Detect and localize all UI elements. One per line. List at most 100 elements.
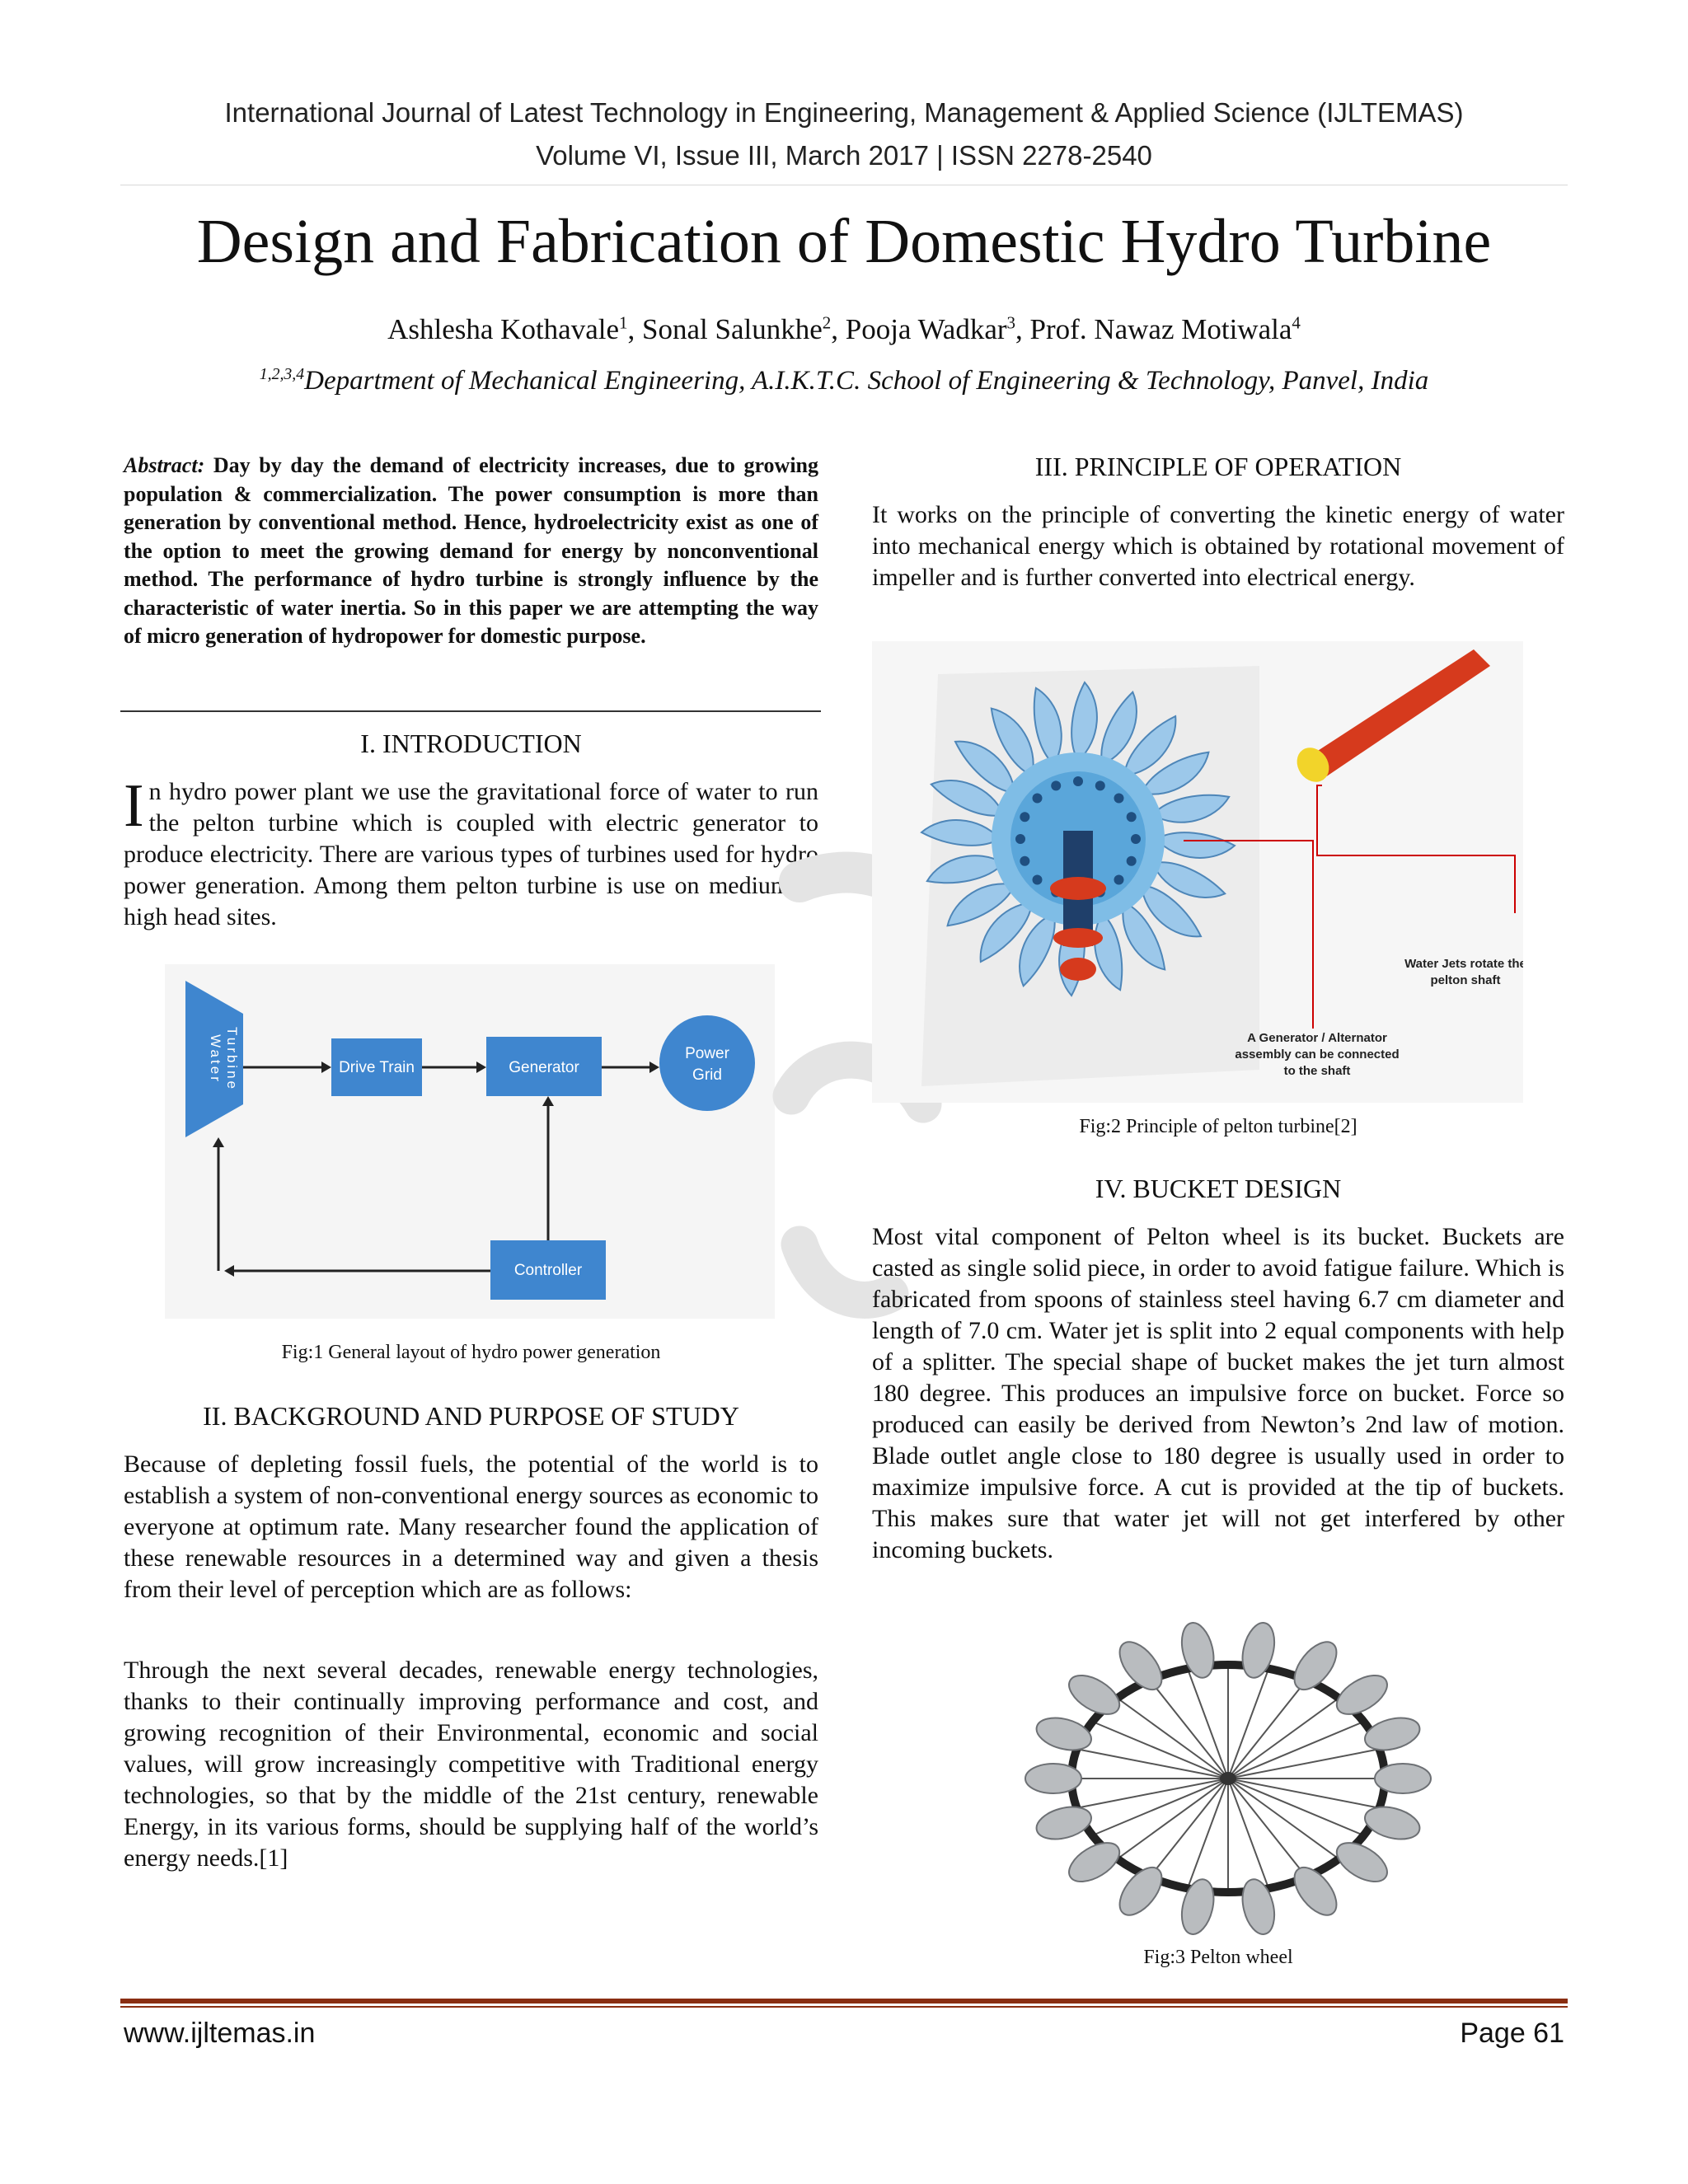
abstract: Abstract: Day by day the demand of elect… [124,452,818,651]
wheel-spoke [1227,1748,1380,1779]
abstract-text: Day by day the demand of electricity inc… [124,453,819,648]
wheel-spoke [1076,1748,1229,1779]
arrow-head [476,1062,486,1073]
author: Pooja Wadkar3, [845,312,1030,345]
generator-box [486,1037,602,1096]
runner-bolt [1032,874,1043,885]
abstract-label: Abstract: [124,453,205,477]
runner-bolt [1020,855,1030,866]
spoon-bucket [1335,1842,1388,1882]
wheel-spoke [1117,1697,1229,1779]
footer-rule-thick [120,1999,1568,2004]
fig3-caption: Fig:3 Pelton wheel [1143,1947,1293,1968]
wheel-spoke [1092,1778,1229,1836]
power-grid-circle [659,1015,755,1111]
wheel-spoke [1227,1697,1339,1779]
spoon-bucket [1118,1866,1163,1916]
pelton-principle-figure: Water Jets rotate the pelton shaft A Gen… [872,641,1523,1103]
shaft-end [1060,958,1096,981]
arrow-head [542,1096,554,1106]
nozzle-pipe [1309,649,1490,777]
spoon-bucket [1364,1717,1421,1751]
abstract-divider [120,710,821,712]
turbine-blade [1071,681,1098,762]
drive-train-label: Drive Train [339,1059,415,1076]
arrow-head [224,1265,234,1277]
controller-box [490,1240,606,1300]
turbine-blade [979,901,1034,963]
wheel-spoke [1227,1668,1270,1779]
turbine-blade [1100,691,1137,766]
runner-bolt [1126,855,1137,866]
runner-bolt [1131,834,1141,844]
turbine-blade [1140,883,1203,938]
runner-bolt [1126,812,1137,823]
drive-train-box [331,1038,422,1096]
turbine-blade [1019,912,1056,987]
author: Ashlesha Kothavale1, [387,312,642,345]
wheel-spoke [1186,1778,1229,1889]
water-turbine-shape [185,981,243,1137]
runner-bolt [1051,780,1062,791]
runner-bolt [1032,793,1043,804]
callout-jets-2: pelton shaft [1431,973,1501,987]
spoon-bucket [1180,1622,1215,1679]
wheel-spoke [1227,1721,1364,1779]
turbine-blade [926,855,1006,884]
turbine-blade [1151,794,1231,823]
turbine-blade [1033,687,1062,766]
spoon-bucket [1364,1806,1421,1840]
hydro-layout-diagram: Water Turbine Drive Train Generator Powe… [165,964,775,1319]
shaft-collar-2 [1053,928,1103,948]
runner-bolt [1114,793,1124,804]
background-paragraph-2: Through the next several decades, renewa… [124,1657,818,1872]
nozzle-tip [1296,748,1329,782]
wheel-spokes [1071,1665,1385,1892]
wheel-spoke [1227,1778,1307,1878]
author-list: Ashlesha Kothavale1, Sonal Salunkhe2, Po… [0,313,1688,346]
turbine-blade [990,707,1034,777]
power-grid-label-1: Power [685,1045,730,1062]
turbine-blades [920,681,1236,997]
spoon-bucket [1293,1641,1338,1691]
fig2-caption: Fig:2 Principle of pelton turbine[2] [1079,1116,1357,1137]
drop-cap: I [124,772,144,840]
runner-bolt [1114,874,1124,885]
wheel-spoke [1186,1668,1229,1779]
wheel-spoke [1092,1721,1229,1779]
turbine-blade [946,883,1016,927]
callout-gen-2: assembly can be connected [1235,1047,1399,1062]
section-heading-principle: III. PRINCIPLE OF OPERATION [1034,452,1402,481]
footer-rule-thin [120,2006,1568,2008]
pelton-wheel-figure [1025,1622,1432,1935]
turbine-blade [1122,901,1166,971]
affiliation: 1,2,3,4Department of Mechanical Engineer… [259,365,1429,396]
runner-bolt [1015,834,1025,844]
wheel-buckets [1025,1622,1432,1935]
spoon-bucket [1035,1806,1092,1840]
wheel-spoke [1149,1778,1229,1878]
generator-label: Generator [509,1059,579,1076]
spoon-bucket [1068,1675,1121,1715]
journal-name: International Journal of Latest Technolo… [224,97,1464,128]
spoon-bucket [1025,1763,1082,1794]
spoon-bucket [1180,1878,1215,1935]
bucket-paragraph: Most vital component of Pelton wheel is … [872,1223,1564,1563]
callout-gen-3: to the shaft [1284,1064,1351,1078]
turbine-blade [1151,861,1226,898]
footer-website[interactable]: www.ijltemas.in [124,2018,316,2049]
wheel-spoke [1076,1778,1229,1809]
callout-gen-1: A Generator / Alternator [1247,1031,1387,1045]
author: Prof. Nawaz Motiwala4 [1029,312,1301,345]
wheel-spoke [1149,1679,1229,1779]
callout-line-generator [1184,840,1314,1029]
spoon-bucket [1035,1717,1092,1751]
water-turbine-label-2: Turbine [224,1027,240,1091]
spoon-bucket [1068,1842,1121,1882]
shaft-collar-1 [1050,877,1106,900]
spoon-bucket [1293,1866,1338,1916]
arrow-head [321,1062,331,1073]
spoon-bucket [1241,1878,1276,1935]
wheel-spoke [1117,1778,1229,1860]
